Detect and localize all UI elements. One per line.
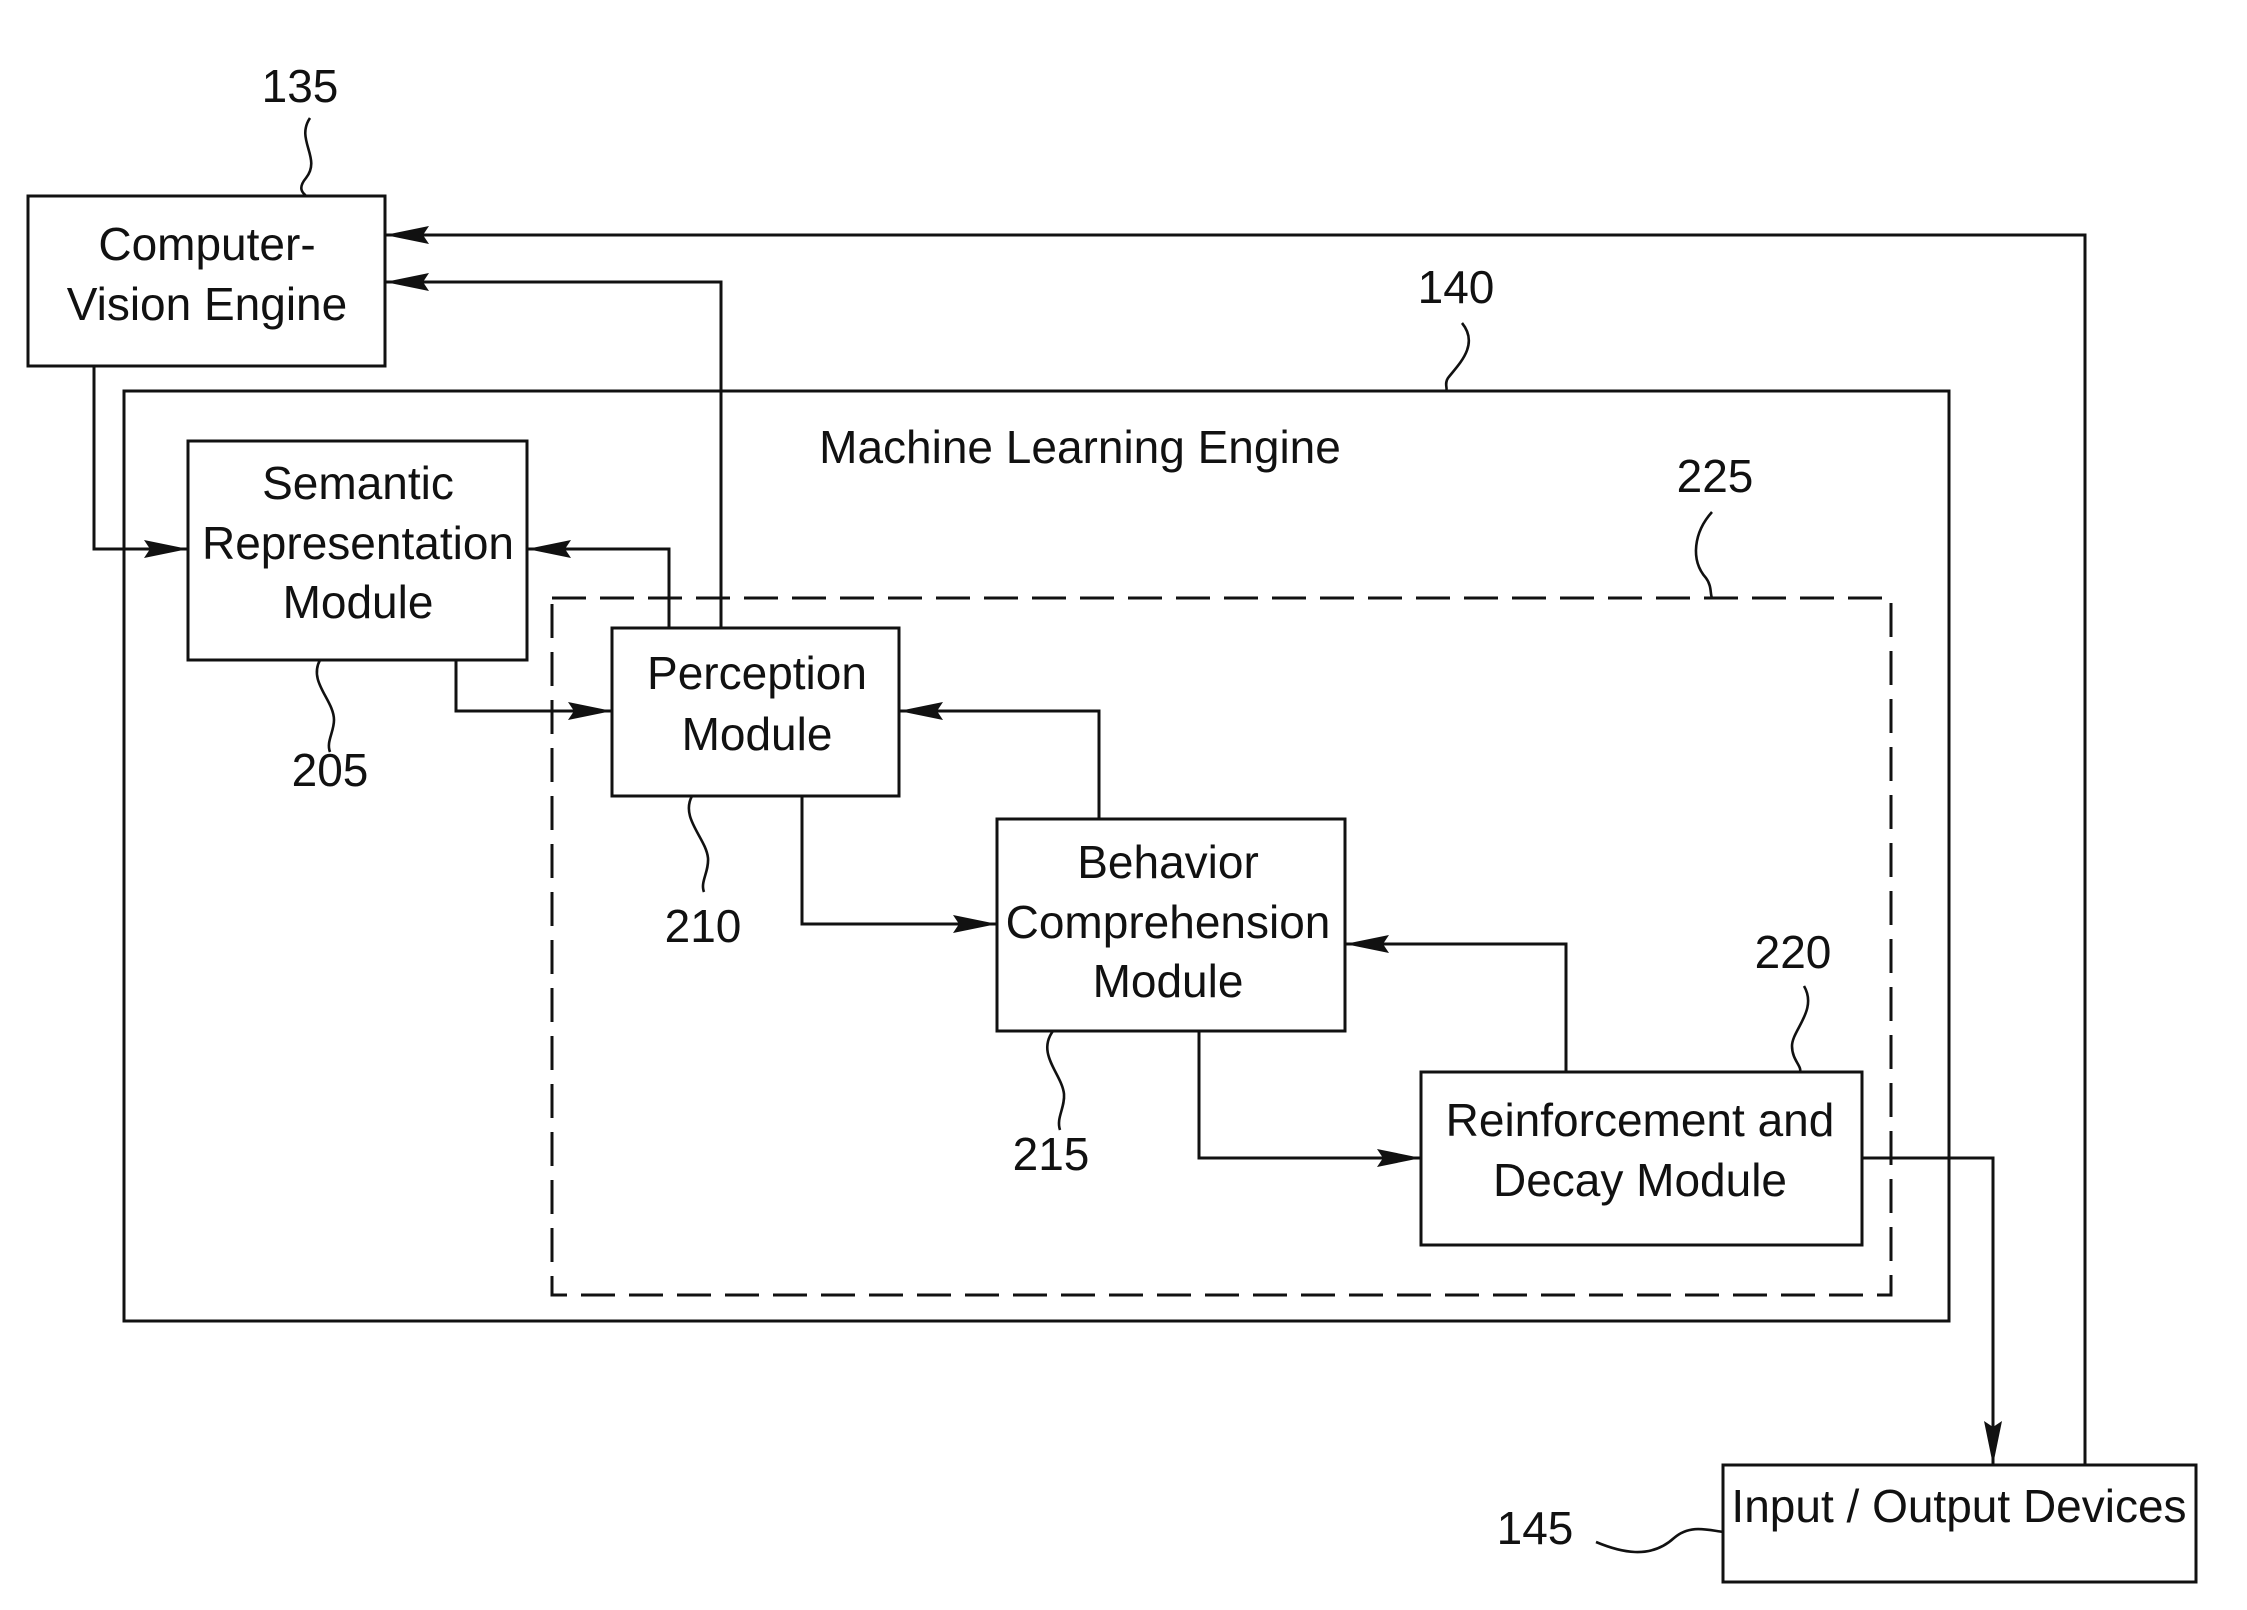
ref-225: 225 bbox=[1677, 450, 1754, 502]
edge-reinforcement-to-behavior bbox=[1345, 944, 1566, 1072]
ref-145: 145 bbox=[1497, 1502, 1574, 1554]
leader-205 bbox=[317, 660, 334, 752]
perception-label-line2: Module bbox=[682, 708, 833, 760]
cv-engine-node: Computer- Vision Engine bbox=[28, 196, 385, 366]
leader-220 bbox=[1792, 986, 1808, 1072]
edge-behavior-to-reinforcement bbox=[1199, 1031, 1421, 1158]
behavior-label-line2: Comprehension bbox=[1006, 896, 1331, 948]
leader-140 bbox=[1446, 323, 1469, 391]
cv-engine-label-line1: Computer- bbox=[98, 218, 315, 270]
edge-perception-to-behavior bbox=[802, 796, 997, 924]
edge-semantic-to-perception bbox=[456, 660, 612, 711]
reinforcement-module-node: Reinforcement and Decay Module bbox=[1421, 1072, 1862, 1245]
behavior-label-line3: Module bbox=[1093, 955, 1244, 1007]
leader-225 bbox=[1696, 512, 1712, 598]
ref-140: 140 bbox=[1418, 261, 1495, 313]
ml-engine-label: Machine Learning Engine bbox=[819, 421, 1341, 473]
semantic-module-node: Semantic Representation Module bbox=[188, 441, 527, 660]
leader-145 bbox=[1596, 1529, 1723, 1552]
ref-220: 220 bbox=[1755, 926, 1832, 978]
cv-engine-label-line2: Vision Engine bbox=[67, 278, 347, 330]
leader-135 bbox=[301, 118, 311, 196]
edge-perception-to-semantic bbox=[527, 549, 669, 628]
perception-module-node: Perception Module bbox=[612, 628, 899, 796]
edge-behavior-to-perception bbox=[899, 711, 1099, 819]
behavior-module-node: Behavior Comprehension Module bbox=[997, 819, 1345, 1031]
reinforcement-label-line2: Decay Module bbox=[1493, 1154, 1787, 1206]
perception-label-line1: Perception bbox=[647, 647, 867, 699]
io-devices-node: Input / Output Devices bbox=[1723, 1465, 2196, 1582]
leader-210 bbox=[689, 796, 708, 892]
io-devices-label: Input / Output Devices bbox=[1731, 1480, 2186, 1532]
ref-135: 135 bbox=[262, 60, 339, 112]
edge-reinforcement-to-io bbox=[1862, 1158, 1993, 1465]
reinforcement-label-line1: Reinforcement and bbox=[1446, 1094, 1835, 1146]
edge-cv-to-semantic bbox=[94, 366, 188, 549]
ref-215: 215 bbox=[1013, 1128, 1090, 1180]
semantic-label-line3: Module bbox=[283, 576, 434, 628]
leader-215 bbox=[1047, 1031, 1064, 1130]
semantic-label-line2: Representation bbox=[202, 517, 514, 569]
behavior-label-line1: Behavior bbox=[1077, 836, 1259, 888]
ref-210: 210 bbox=[665, 900, 742, 952]
semantic-label-line1: Semantic bbox=[262, 457, 454, 509]
